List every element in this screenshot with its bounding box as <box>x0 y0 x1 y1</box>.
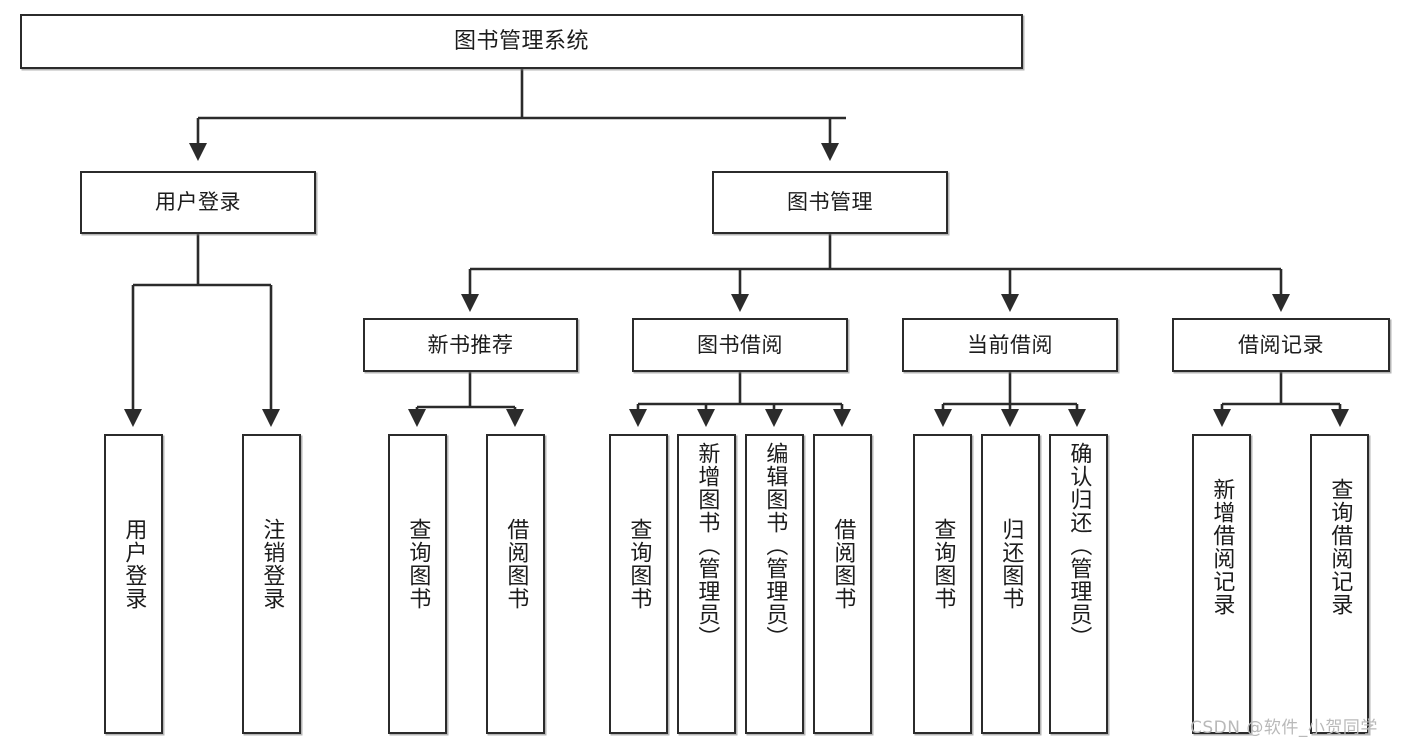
node-root-system[interactable]: 图书管理系统 <box>20 14 1023 69</box>
leaf-user-login[interactable]: 用户登录 <box>104 434 163 734</box>
node-book-management[interactable]: 图书管理 <box>712 171 948 234</box>
csdn-watermark: CSDN @软件_小贺同学 <box>1190 718 1378 738</box>
node-borrow-record[interactable]: 借阅记录 <box>1172 318 1390 372</box>
leaf-add-borrow-record[interactable]: 新增借阅记录 <box>1192 434 1251 734</box>
leaf-borrow-book[interactable]: 借阅图书 <box>813 434 872 734</box>
node-label: 图书借阅 <box>697 332 783 357</box>
node-book-borrow[interactable]: 图书借阅 <box>632 318 848 372</box>
node-label: 图书管理系统 <box>453 28 589 54</box>
node-label: 用户登录 <box>155 190 241 215</box>
node-label: 新书推荐 <box>427 332 514 357</box>
node-label: 用户登录 <box>121 518 147 610</box>
node-label: 图书管理 <box>787 190 873 215</box>
leaf-borrow-book-rec[interactable]: 借阅图书 <box>486 434 545 734</box>
leaf-edit-book-admin[interactable]: 编辑图书（管理员） <box>745 434 804 734</box>
leaf-query-book-borrow[interactable]: 查询图书 <box>609 434 668 734</box>
node-current-borrow[interactable]: 当前借阅 <box>902 318 1118 372</box>
node-label: 借阅图书 <box>830 518 856 610</box>
node-label: 查询图书 <box>626 518 652 610</box>
node-label: 归还图书 <box>998 518 1024 610</box>
node-label: 查询图书 <box>405 518 431 610</box>
node-label: 新增图书（管理员） <box>694 442 720 649</box>
node-label: 编辑图书（管理员） <box>762 442 788 649</box>
leaf-query-book-rec[interactable]: 查询图书 <box>388 434 447 734</box>
leaf-query-book-current[interactable]: 查询图书 <box>913 434 972 734</box>
node-label: 当前借阅 <box>967 332 1053 357</box>
leaf-user-logout[interactable]: 注销登录 <box>242 434 301 734</box>
node-label: 借阅图书 <box>503 518 529 610</box>
node-user-login[interactable]: 用户登录 <box>80 171 316 234</box>
node-label: 查询借阅记录 <box>1327 478 1353 616</box>
node-new-book-recommend[interactable]: 新书推荐 <box>363 318 578 372</box>
leaf-return-book[interactable]: 归还图书 <box>981 434 1040 734</box>
node-label: 借阅记录 <box>1238 332 1324 357</box>
node-label: 确认归还（管理员） <box>1066 442 1092 649</box>
node-label: 查询图书 <box>930 518 956 610</box>
leaf-add-book-admin[interactable]: 新增图书（管理员） <box>677 434 736 734</box>
node-label: 注销登录 <box>259 518 285 610</box>
leaf-query-borrow-record[interactable]: 查询借阅记录 <box>1310 434 1369 734</box>
node-label: 新增借阅记录 <box>1209 478 1235 616</box>
leaf-confirm-return-admin[interactable]: 确认归还（管理员） <box>1049 434 1108 734</box>
